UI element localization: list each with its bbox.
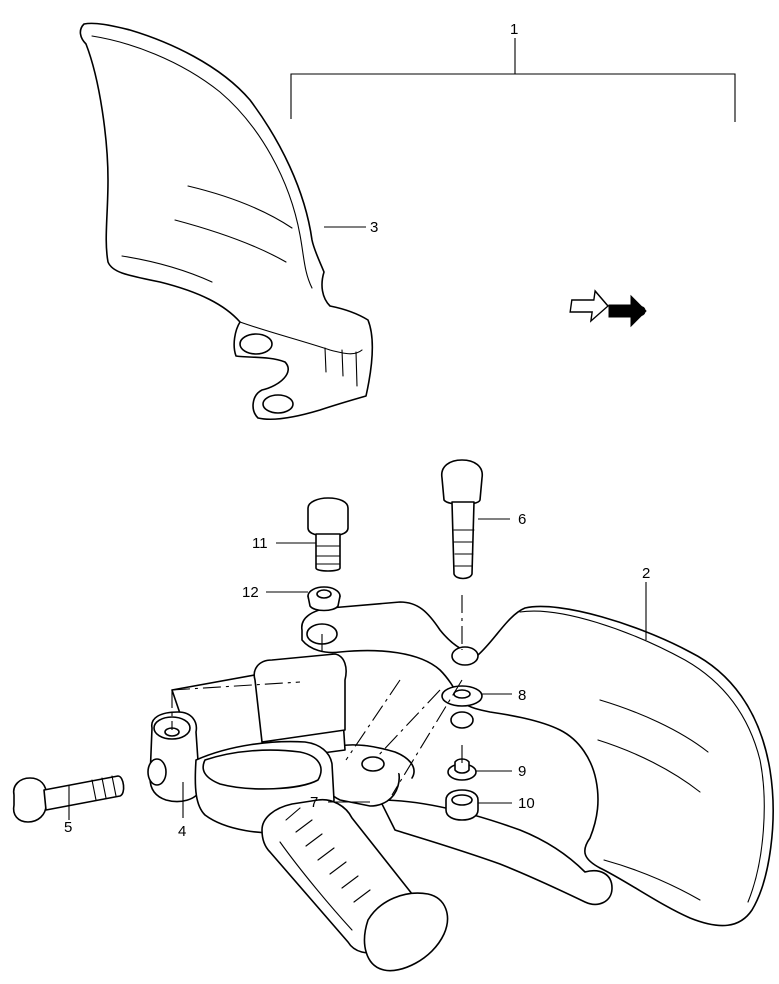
callout-4: 4 [178,823,186,840]
callout-1: 1 [510,21,518,38]
assembly-bracket [290,38,736,122]
leader-lines [68,226,647,820]
bolt-part-5 [12,775,125,823]
collar-part-12 [307,586,341,612]
hand-guard-upper-part-3 [79,22,374,421]
hand-guard-lower-part-2 [301,601,774,927]
callout-11: 11 [252,535,268,552]
fwd-label: FWD [612,303,646,320]
handlebar-grip [261,798,449,972]
callout-9: 9 [518,763,526,780]
bolt-part-11 [307,497,349,572]
callout-8: 8 [518,687,526,704]
pin-part-9 [447,758,477,781]
bolt-part-6 [440,459,484,580]
callouts: 1 2 3 4 5 6 7 8 9 10 11 12 [64,21,650,840]
assembly-lines [171,595,463,796]
callout-5: 5 [64,819,72,836]
callout-3: 3 [370,219,378,236]
callout-12: 12 [242,584,259,601]
nut-part-10 [445,789,479,821]
washer-part-8 [441,685,483,707]
forward-direction-arrow: FWD [569,289,647,328]
callout-6: 6 [518,511,526,528]
callout-7: 7 [310,794,318,811]
lever-holder-part-4 [147,653,385,834]
callout-10: 10 [518,795,535,812]
callout-2: 2 [642,565,650,582]
